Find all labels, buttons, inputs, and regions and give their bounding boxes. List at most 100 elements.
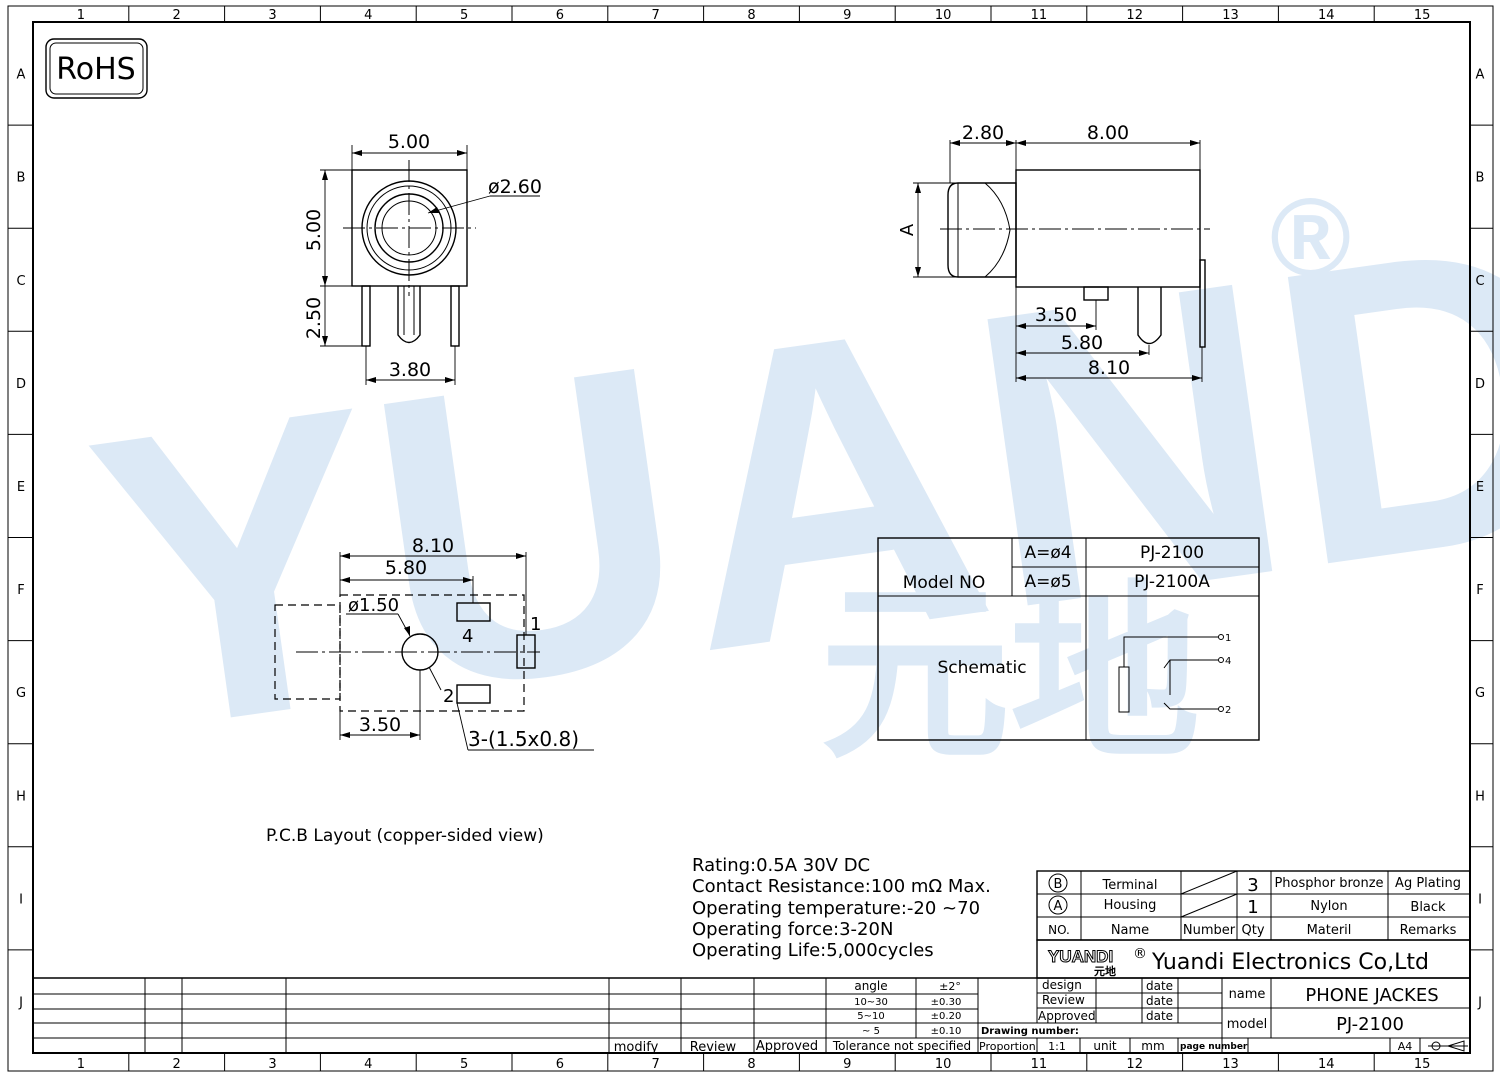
tb-approved: Approved bbox=[1038, 1009, 1096, 1023]
frame-row-label: D bbox=[16, 377, 26, 392]
spec-line: Contact Resistance:100 mΩ Max. bbox=[692, 876, 991, 897]
frame-col-label: 5 bbox=[460, 8, 468, 23]
frame-ticks bbox=[8, 6, 1493, 1071]
pcb-pin4: 4 bbox=[462, 626, 473, 647]
pin-span-label: 3.80 bbox=[389, 359, 431, 381]
tb-date: date bbox=[1146, 994, 1173, 1008]
frame-row-label: C bbox=[1475, 274, 1484, 289]
bom-no-a: A bbox=[1054, 899, 1063, 914]
pcb-low-label: 3.50 bbox=[359, 714, 401, 736]
tolerance-footer: Tolerance not specified bbox=[832, 1039, 971, 1053]
rohs-label: RoHS bbox=[56, 52, 135, 87]
tb-proportion: Proportion bbox=[979, 1040, 1036, 1053]
model-table: Model NO A=ø4 PJ-2100 A=ø5 PJ-2100A Sche… bbox=[877, 537, 1260, 741]
frame-col-label: 4 bbox=[364, 1057, 372, 1072]
frame-row-label: I bbox=[1478, 892, 1482, 907]
frame-row-label: G bbox=[16, 686, 26, 701]
frame-col-label: 14 bbox=[1318, 8, 1335, 23]
frame-row-label: A bbox=[1476, 68, 1485, 83]
tol-value: ±0.30 bbox=[931, 997, 962, 1008]
bom-name-b: Terminal bbox=[1102, 878, 1158, 893]
frame-col-label: 7 bbox=[652, 8, 660, 23]
pcb-mid-label: 5.80 bbox=[385, 557, 427, 579]
frame-col-label: 3 bbox=[268, 1057, 276, 1072]
frame-row-label: E bbox=[17, 480, 25, 495]
frame-col-label: 15 bbox=[1414, 8, 1431, 23]
frame-col-label: 1 bbox=[77, 1057, 85, 1072]
rev-approved: Approved bbox=[756, 1039, 818, 1054]
tol-value: ±0.20 bbox=[931, 1011, 962, 1022]
projection-symbol-icon bbox=[1428, 1040, 1468, 1052]
bom-header-number: Number bbox=[1183, 923, 1236, 938]
tb-page-number: page number bbox=[1180, 1042, 1248, 1052]
schem-pin-1: 1 bbox=[1225, 633, 1231, 644]
company-name: Yuandi Electronics Co,Ltd bbox=[1151, 950, 1429, 975]
tol-range: angle bbox=[854, 979, 887, 993]
bom-header-remarks: Remarks bbox=[1400, 923, 1457, 938]
body-length-label: 8.00 bbox=[1087, 122, 1129, 144]
revision-grid: modify Review Approved angle ±2° 10~30 ±… bbox=[33, 977, 1470, 1055]
frame-col-label: 13 bbox=[1222, 8, 1239, 23]
bom-qty-a: 1 bbox=[1247, 897, 1258, 918]
spec-line: Rating:0.5A 30V DC bbox=[692, 855, 870, 876]
pcb-total-label: 8.10 bbox=[412, 535, 454, 557]
frame-col-label: 7 bbox=[652, 1057, 660, 1072]
frame-row-label: D bbox=[1475, 377, 1485, 392]
tol-range: ~ 5 bbox=[862, 1026, 880, 1037]
tol-value: ±2° bbox=[939, 980, 961, 993]
tb-scale: 1:1 bbox=[1048, 1040, 1066, 1053]
frame-col-label: 6 bbox=[556, 8, 564, 23]
bom-material-b: Phosphor bronze bbox=[1274, 876, 1383, 891]
dia-label: A bbox=[897, 223, 918, 236]
frame-row-label: H bbox=[1475, 789, 1485, 804]
spec-line: Operating force:3-20N bbox=[692, 919, 893, 940]
frame-row-label: I bbox=[19, 892, 23, 907]
frame-col-label: 8 bbox=[747, 1057, 755, 1072]
tb-model-label: model bbox=[1227, 1017, 1267, 1032]
pin-length-label: 2.50 bbox=[303, 297, 325, 339]
frame-col-label: 14 bbox=[1318, 1057, 1335, 1072]
frame-row-label: B bbox=[17, 171, 26, 186]
tol-range: 10~30 bbox=[854, 997, 888, 1008]
bom-name-a: Housing bbox=[1104, 898, 1157, 913]
frame-col-label: 10 bbox=[935, 1057, 952, 1072]
bom-remarks-a: Black bbox=[1410, 900, 1446, 915]
watermark-mark: ® bbox=[1270, 176, 1351, 299]
pcb-layout: 8.10 5.80 ø1.50 3.50 3-(1.5x0.8) 1 2 4 P… bbox=[266, 535, 594, 846]
model-a-1: A=ø4 bbox=[1024, 543, 1071, 563]
bom-header-no: NO. bbox=[1048, 923, 1070, 937]
bom-header-material: Materil bbox=[1307, 923, 1352, 938]
pin-b-label: 5.80 bbox=[1061, 332, 1103, 354]
frame-col-label: 2 bbox=[173, 1057, 181, 1072]
pcb-pads-label: 3-(1.5x0.8) bbox=[468, 727, 579, 751]
frame-row-label: F bbox=[1476, 583, 1483, 598]
bom-table: B Terminal 3 Phosphor bronze Ag Plating … bbox=[1036, 870, 1471, 941]
company-logo: YUANDI bbox=[1048, 947, 1113, 966]
tb-review: Review bbox=[1042, 993, 1085, 1007]
frame-col-label: 11 bbox=[1031, 1057, 1048, 1072]
side-view: 2.80 8.00 A 3.50 5.80 8.10 bbox=[897, 122, 1210, 382]
bom-remarks-b: Ag Plating bbox=[1395, 876, 1461, 891]
tb-size: A4 bbox=[1398, 1040, 1413, 1053]
schematic-symbol: 1 4 2 bbox=[1118, 633, 1231, 716]
tb-unit-value: mm bbox=[1141, 1039, 1164, 1053]
frame-row-label: F bbox=[17, 583, 24, 598]
bom-header-qty: Qty bbox=[1241, 923, 1264, 938]
tb-name-label: name bbox=[1229, 987, 1266, 1002]
model-name-1: PJ-2100 bbox=[1140, 543, 1204, 563]
pcb-hole-label: ø1.50 bbox=[348, 595, 399, 616]
frame-col-label: 3 bbox=[268, 8, 276, 23]
frame-col-label: 4 bbox=[364, 8, 372, 23]
watermark-cn: 元地 bbox=[820, 564, 1200, 785]
title-block: design Review Approved date date date na… bbox=[978, 978, 1470, 1053]
rohs-badge: RoHS bbox=[45, 38, 148, 99]
frame-labels: 1122334455667788991010111112121313141415… bbox=[16, 8, 1485, 1072]
frame-row-label: H bbox=[16, 789, 26, 804]
bom-qty-b: 3 bbox=[1247, 875, 1258, 896]
tb-name-value: PHONE JACKES bbox=[1305, 985, 1438, 1006]
rev-review: Review bbox=[690, 1040, 737, 1055]
front-height-label: 5.00 bbox=[303, 209, 325, 251]
frame-col-label: 10 bbox=[935, 8, 952, 23]
tb-drawing-number: Drawing number: bbox=[981, 1026, 1079, 1037]
